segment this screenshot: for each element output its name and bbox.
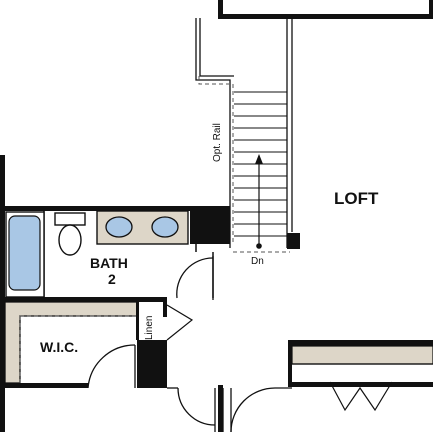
bathtub xyxy=(5,211,45,298)
closet-core xyxy=(137,340,167,388)
wic-door-swing xyxy=(87,344,136,389)
stairwell-upper xyxy=(195,18,293,248)
bifold-door xyxy=(329,381,393,412)
hall-wall-stub xyxy=(218,385,223,432)
linen-label: Linen xyxy=(144,316,155,340)
sink-right xyxy=(151,216,179,238)
left-upper-wall xyxy=(0,155,5,210)
top-wall-horizontal xyxy=(218,14,433,19)
right-edge-wall xyxy=(429,0,433,18)
sink-left xyxy=(105,216,133,238)
linen-wall-left xyxy=(136,302,139,340)
stairwell-railing xyxy=(198,76,290,253)
arrow-up-icon xyxy=(255,154,263,249)
chase-block xyxy=(190,206,230,244)
bath-top-wall xyxy=(0,206,196,211)
linen-right-wall xyxy=(163,297,167,317)
right-closet xyxy=(288,340,433,412)
opt-rail-label: Opt. Rail xyxy=(212,123,223,162)
stair-direction-label: Dn xyxy=(251,256,264,267)
left-walls xyxy=(0,155,230,432)
hall-doors xyxy=(167,387,292,432)
loft-label: LOFT xyxy=(334,189,379,208)
top-wall-right xyxy=(218,0,223,18)
stair-post xyxy=(287,233,300,249)
bath-bottom-wall xyxy=(0,297,167,302)
left-lower-wall xyxy=(0,206,5,432)
bath-door-swing xyxy=(176,256,214,300)
linen-door xyxy=(166,304,194,341)
stair-treads xyxy=(234,91,287,237)
vanity-counter xyxy=(96,210,189,245)
wic-label: W.I.C. xyxy=(40,339,78,355)
toilet-icon xyxy=(54,212,86,256)
wic-bottom-wall-left xyxy=(0,383,88,388)
top-structure xyxy=(218,0,433,19)
bath-number-label: 2 xyxy=(108,271,116,287)
bath-label: BATH xyxy=(90,255,128,271)
